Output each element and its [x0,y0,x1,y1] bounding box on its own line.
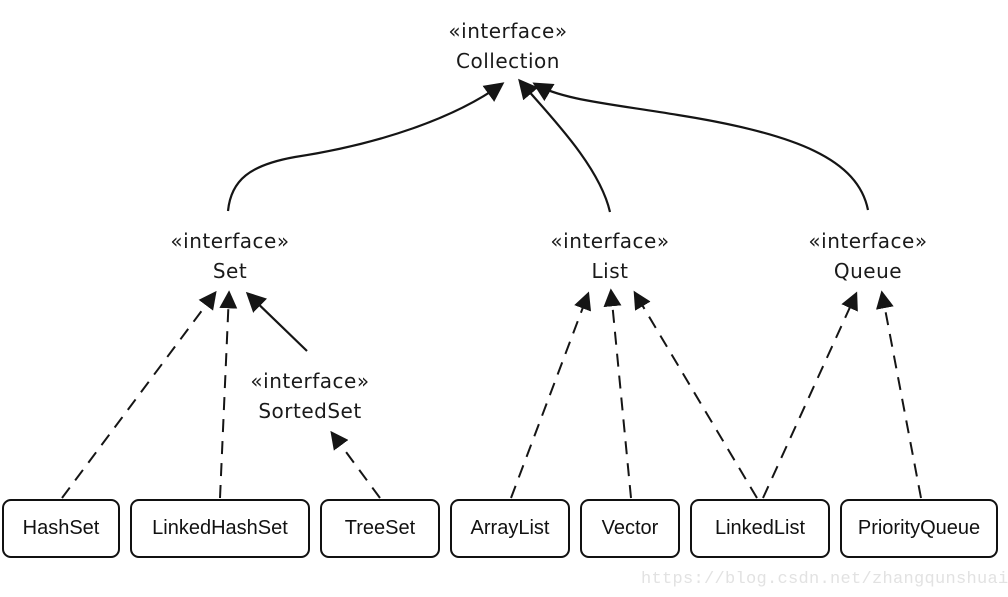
queue-name: Queue [833,259,903,283]
edge-vector-to-list [603,288,632,499]
edge-linkedlist-to-queue [762,291,858,499]
edge-linkedlist-to-list [633,290,758,499]
edge-priorityqueue-to-queue [876,290,922,499]
edge-treeset-to-sortedset [330,430,381,499]
edge-set-to-collection [226,82,505,212]
node-class-linkedlist: LinkedList [690,499,830,558]
set-name: Set [212,259,248,283]
node-interface-queue: «interface» Queue [718,226,1008,286]
node-class-vector: Vector [580,499,680,558]
node-class-arraylist: ArrayList [450,499,570,558]
node-class-hashset: HashSet [2,499,120,558]
arraylist-label: ArrayList [470,517,550,539]
linkedlist-label: LinkedList [714,517,806,539]
set-stereotype: «interface» [170,229,290,253]
node-class-treeset: TreeSet [320,499,440,558]
edge-linkedhashset-to-set [219,290,238,499]
watermark-text: https://blog.csdn.net/zhangqunshuai [641,570,1008,589]
edge-queue-to-collection [532,82,870,211]
node-class-priorityqueue: PriorityQueue [840,499,998,558]
vector-label: Vector [601,517,659,539]
node-interface-sortedset: «interface» SortedSet [160,366,460,426]
node-class-linkedhashset: LinkedHashSet [130,499,310,558]
sortedset-name: SortedSet [258,399,362,423]
edge-arraylist-to-list [510,291,592,499]
collection-name: Collection [456,49,560,73]
hashset-label: HashSet [22,517,100,539]
node-interface-collection: «interface» Collection [358,16,658,76]
treeset-label: TreeSet [344,517,416,539]
priorityqueue-label: PriorityQueue [857,517,981,539]
node-interface-set: «interface» Set [80,226,380,286]
node-interface-list: «interface» List [460,226,760,286]
queue-stereotype: «interface» [808,229,928,253]
edge-list-to-collection [518,78,612,213]
list-stereotype: «interface» [550,229,670,253]
sortedset-stereotype: «interface» [250,369,370,393]
linkedhashset-label: LinkedHashSet [152,517,288,539]
list-name: List [591,259,629,283]
edge-sortedset-to-set [245,291,308,352]
collection-stereotype: «interface» [448,19,568,43]
